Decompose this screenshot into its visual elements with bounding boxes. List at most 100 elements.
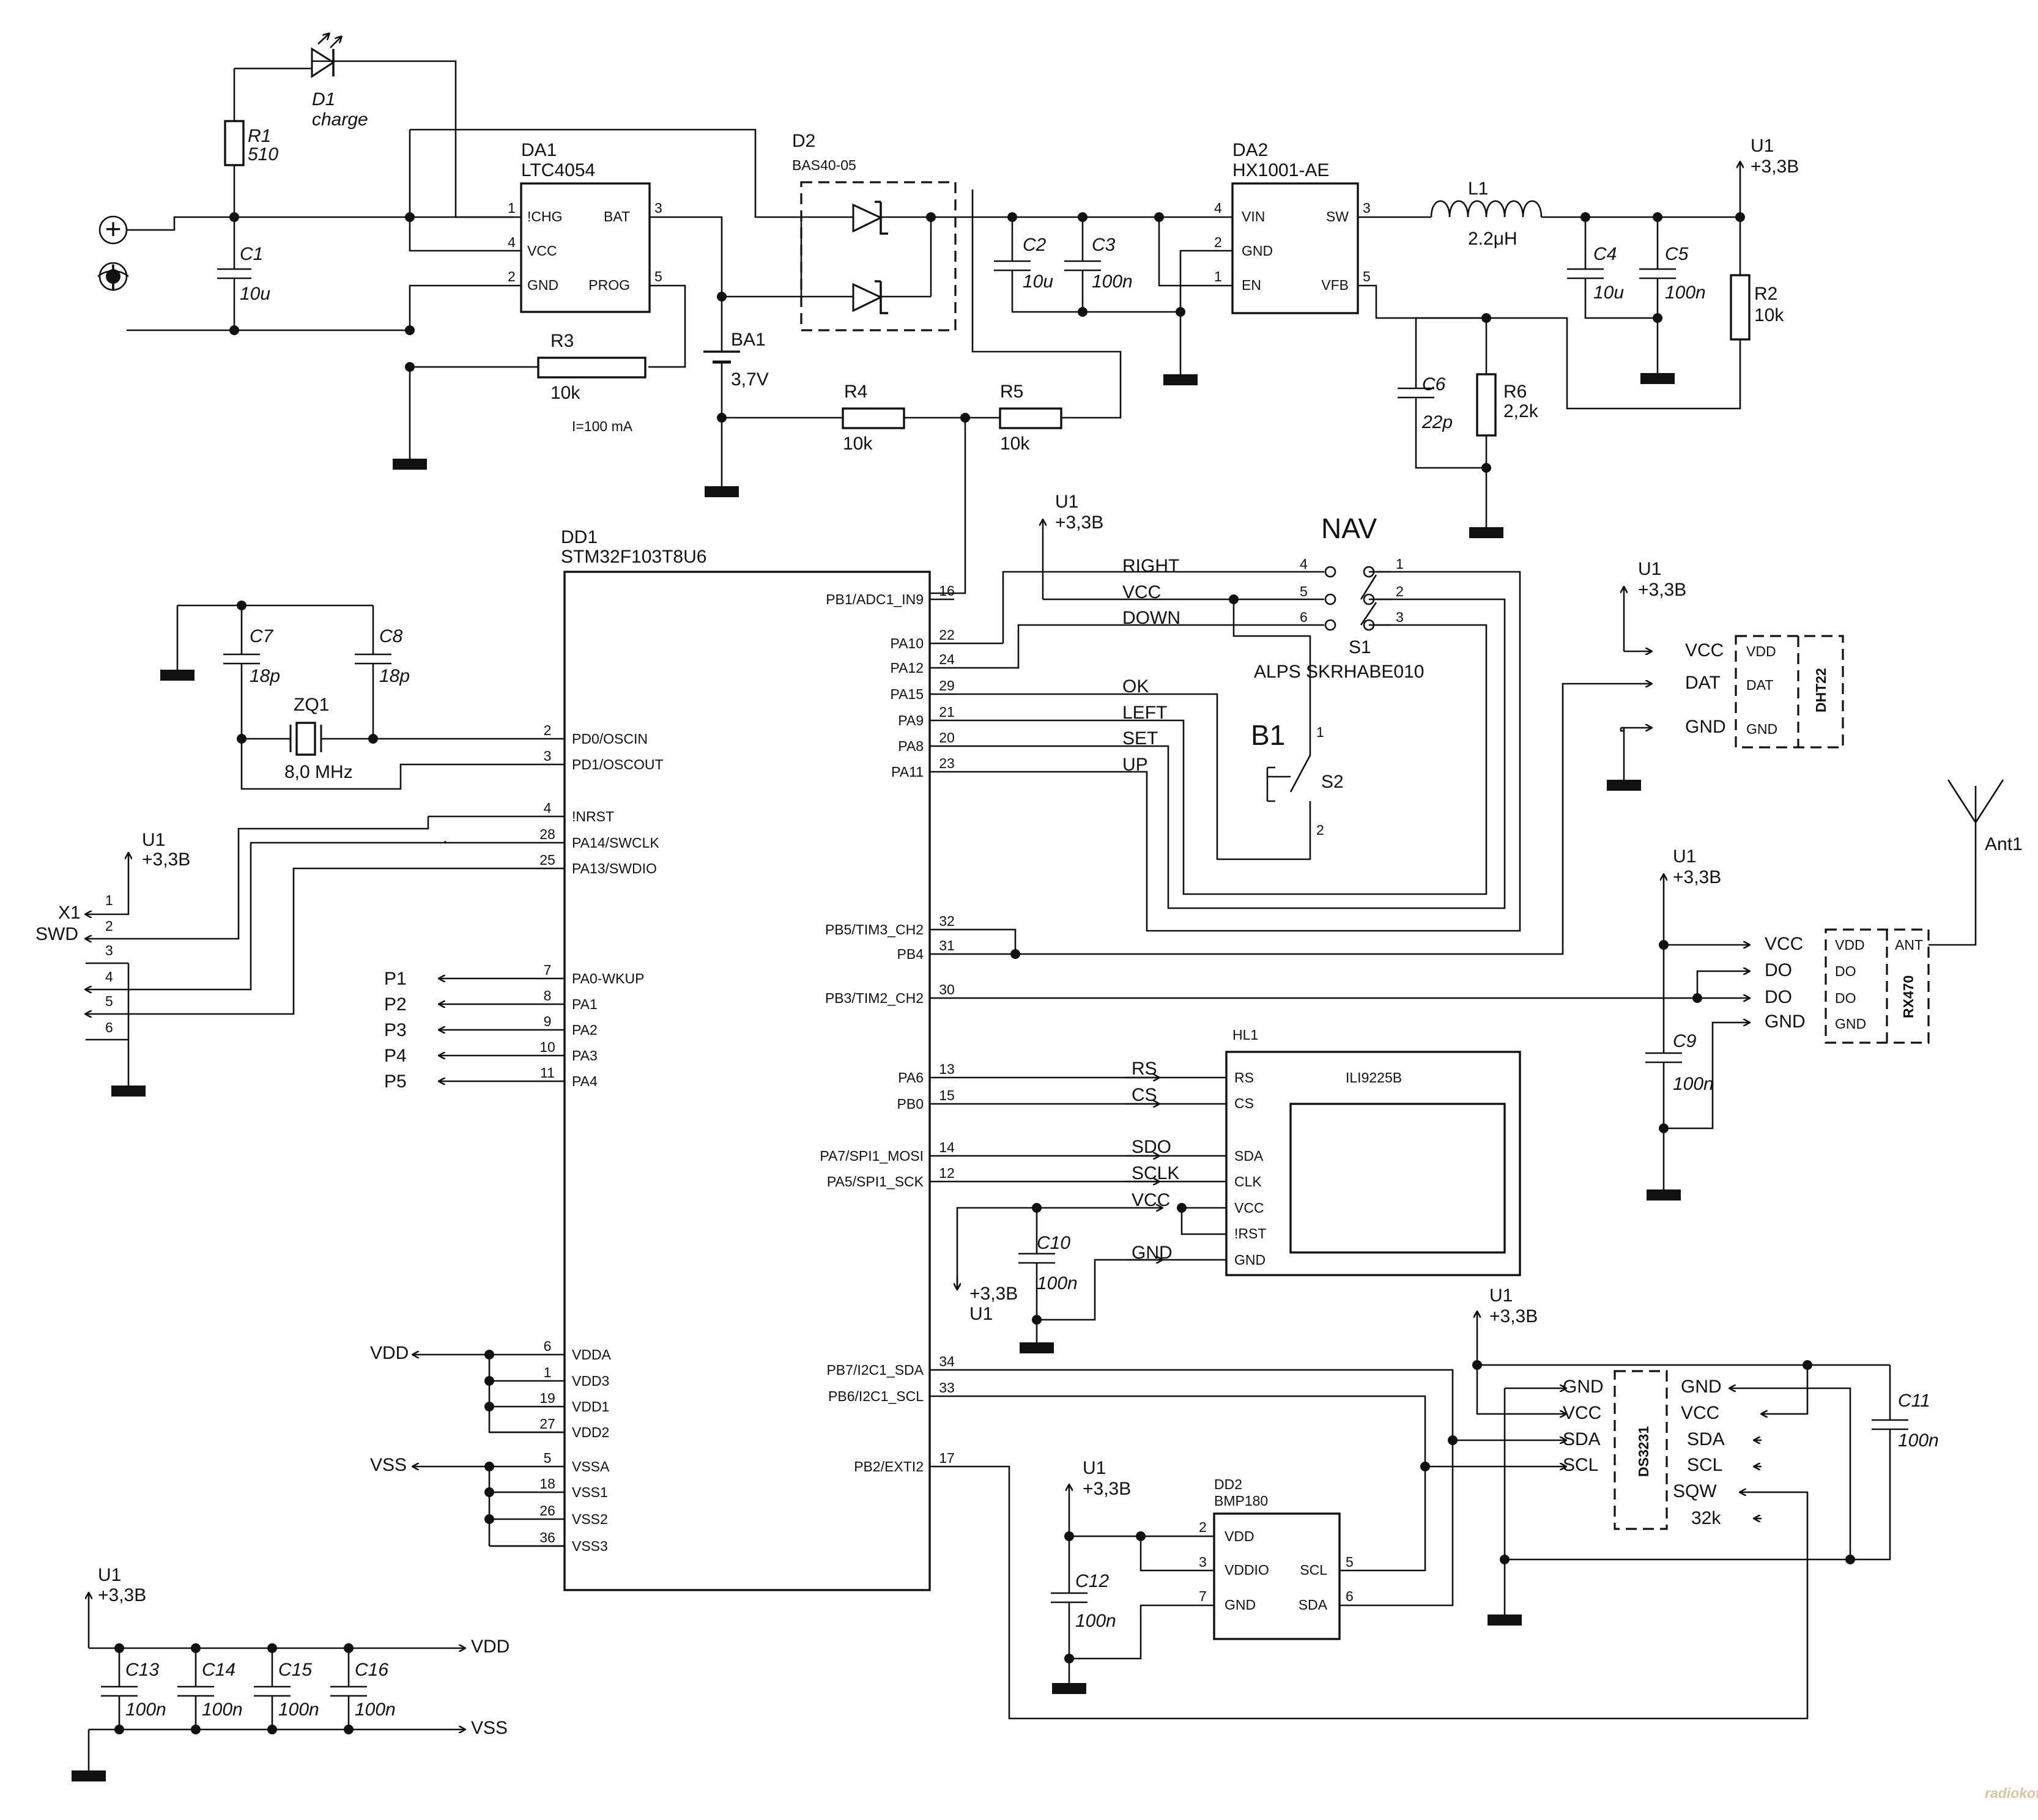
nav-pin-num: 4 xyxy=(1300,556,1308,572)
mcu-pin-num: 33 xyxy=(939,1380,955,1396)
mcu-pin-name: PA11 xyxy=(891,764,924,780)
rtc-right-net: SQW xyxy=(1673,1481,1717,1501)
mcu-pin-num: 19 xyxy=(539,1390,555,1406)
rtc-type: DS3231 xyxy=(1636,1426,1651,1477)
rtc-right-net: GND xyxy=(1681,1377,1722,1397)
mcu-pin-name: PB0 xyxy=(897,1096,924,1112)
cap-value: 100n xyxy=(355,1700,396,1720)
mcu-pin-num: 23 xyxy=(939,755,955,771)
c5-ref: C5 xyxy=(1665,244,1689,264)
r2-value: 10k xyxy=(1754,305,1784,325)
da1-pin-num: 1 xyxy=(508,200,516,216)
mcu-pin-num: 29 xyxy=(939,678,955,694)
mcu-pin-name: PA13/SWDIO xyxy=(572,860,657,876)
mcu-pin-num: 9 xyxy=(544,1013,552,1029)
r1-ref: R1 xyxy=(248,126,271,146)
mcu-pin-name: PA9 xyxy=(898,712,924,728)
lcd-pin: CS xyxy=(1234,1095,1254,1111)
capacitor-symbol xyxy=(330,1648,367,1729)
mcu-pin-name: PD1/OSCOUT xyxy=(572,756,664,772)
c1-ref: C1 xyxy=(240,244,263,264)
rtc-left-net: SDA xyxy=(1563,1429,1601,1449)
rail-value: +3,3В xyxy=(969,1284,1018,1304)
decoupling-bank: U1 +3,3В VDD VSS C13100nC14100nC15100nC1… xyxy=(72,1565,510,1781)
c5-value: 100n xyxy=(1665,283,1706,303)
mcu-pin-num: 16 xyxy=(939,583,955,599)
lcd-ref: HL1 xyxy=(1232,1027,1258,1043)
mcu-pin-name: PA5/SPI1_SCK xyxy=(827,1174,924,1189)
mcu-pin-name: VDD1 xyxy=(572,1399,609,1415)
mcu-pin-num: 21 xyxy=(939,704,955,720)
crystal-circuit: C7 18p C8 18p ZQ1 8,0 MHz xyxy=(160,601,565,790)
c10-value: 100n xyxy=(1037,1273,1078,1293)
current-note: I=100 mA xyxy=(572,418,633,434)
nav-up-net: UP xyxy=(1122,755,1148,775)
rail-label: U1 xyxy=(1083,1458,1106,1478)
d2-ref: D2 xyxy=(792,131,815,151)
bmp-pin: VDDIO xyxy=(1225,1562,1269,1578)
c6-ref: C6 xyxy=(1422,374,1446,394)
da1-pin-name: BAT xyxy=(604,209,630,224)
cap-value: 100n xyxy=(278,1700,319,1720)
rail-value: +3,3В xyxy=(1638,580,1686,600)
c10-ref: C10 xyxy=(1037,1233,1070,1253)
vdd-net-label: VDD xyxy=(370,1343,409,1363)
mcu-pin-name: VSS1 xyxy=(572,1484,608,1500)
rail-value: +3,3В xyxy=(1055,512,1103,533)
rail-label: U1 xyxy=(1055,492,1078,512)
vss-net-label: VSS xyxy=(370,1455,407,1475)
da2-pin-num: 4 xyxy=(1214,200,1222,216)
swd-pin-num: 4 xyxy=(105,969,113,985)
rtc-left-net: GND xyxy=(1563,1377,1604,1397)
mcu-pin-name: VSSA xyxy=(572,1459,610,1474)
mcu-power-pins: VDD VSS xyxy=(370,1343,565,1547)
mcu-pin-name: VDD3 xyxy=(572,1373,609,1389)
dht22-sensor: U1 +3,3В VCC DAT GND VDD DAT GND DHT22 xyxy=(930,559,1844,959)
swd-pin-num: 5 xyxy=(105,993,113,1009)
da1-pin-name: VCC xyxy=(527,243,557,259)
mcu-pin-num: 11 xyxy=(540,1065,555,1081)
da1-pin-name: PROG xyxy=(588,277,630,293)
button-pin-num: 2 xyxy=(1316,822,1324,838)
mcu-pin-num: 25 xyxy=(539,852,555,868)
rtc-right-net: SCL xyxy=(1687,1455,1722,1475)
r3-resistor: R3 10k I=100 mA xyxy=(393,331,647,470)
rx-do-net: DO xyxy=(1765,960,1792,980)
bmp-pin-num: 2 xyxy=(1199,1519,1207,1535)
da2-pin-num: 5 xyxy=(1363,268,1371,284)
dht-pin: VDD xyxy=(1746,643,1776,659)
lcd-pin: SDA xyxy=(1234,1148,1264,1164)
ground-symbol xyxy=(1163,374,1198,385)
c6-value: 22p xyxy=(1421,412,1453,432)
nav-right-net: RIGHT xyxy=(1122,556,1179,576)
rail-value: +3,3В xyxy=(98,1585,146,1605)
mcu-pin-name: PB6/I2C1_SCL xyxy=(828,1388,924,1404)
lcd-pin: !RST xyxy=(1234,1226,1266,1241)
mcu-pin-name: PA3 xyxy=(572,1048,598,1064)
r5-ref: R5 xyxy=(1000,382,1023,402)
nav-set-net: SET xyxy=(1122,728,1158,749)
lcd-sdo-net: SDO xyxy=(1132,1137,1171,1157)
rail-label: U1 xyxy=(98,1565,121,1585)
b1-button: B1 S2 1 2 xyxy=(1251,719,1344,838)
mcu-pin-num: 2 xyxy=(544,722,552,738)
da1-charger-ic: DA1 LTC4054 !CHG VCC GND BAT PROG 1 4 2 … xyxy=(229,128,801,372)
ba1-battery: BA1 3,7V xyxy=(703,217,802,497)
r4-r5-divider: R4 10k R5 10k xyxy=(722,190,1122,594)
lcd-pin: VCC xyxy=(1234,1200,1264,1216)
ground-symbol xyxy=(160,670,195,681)
ground-symbol xyxy=(1640,373,1675,384)
d2-type: BAS40-05 xyxy=(792,157,856,173)
mcu-pin-name: PA2 xyxy=(572,1022,598,1038)
dht-gnd-net: GND xyxy=(1685,717,1726,737)
mcu-pin-name: VDD2 xyxy=(572,1424,609,1440)
c11-value: 100n xyxy=(1898,1430,1939,1451)
da2-pin-name: GND xyxy=(1242,243,1273,259)
c7-value: 18p xyxy=(250,666,280,686)
button-pin-num: 1 xyxy=(1316,724,1324,740)
mcu-pin-num: 12 xyxy=(939,1165,955,1181)
mcu-pin-name: VSS2 xyxy=(572,1511,608,1527)
ground-symbol xyxy=(393,459,427,470)
nav-ok-net: OK xyxy=(1122,676,1149,697)
nav-pin-num: 6 xyxy=(1300,609,1308,625)
